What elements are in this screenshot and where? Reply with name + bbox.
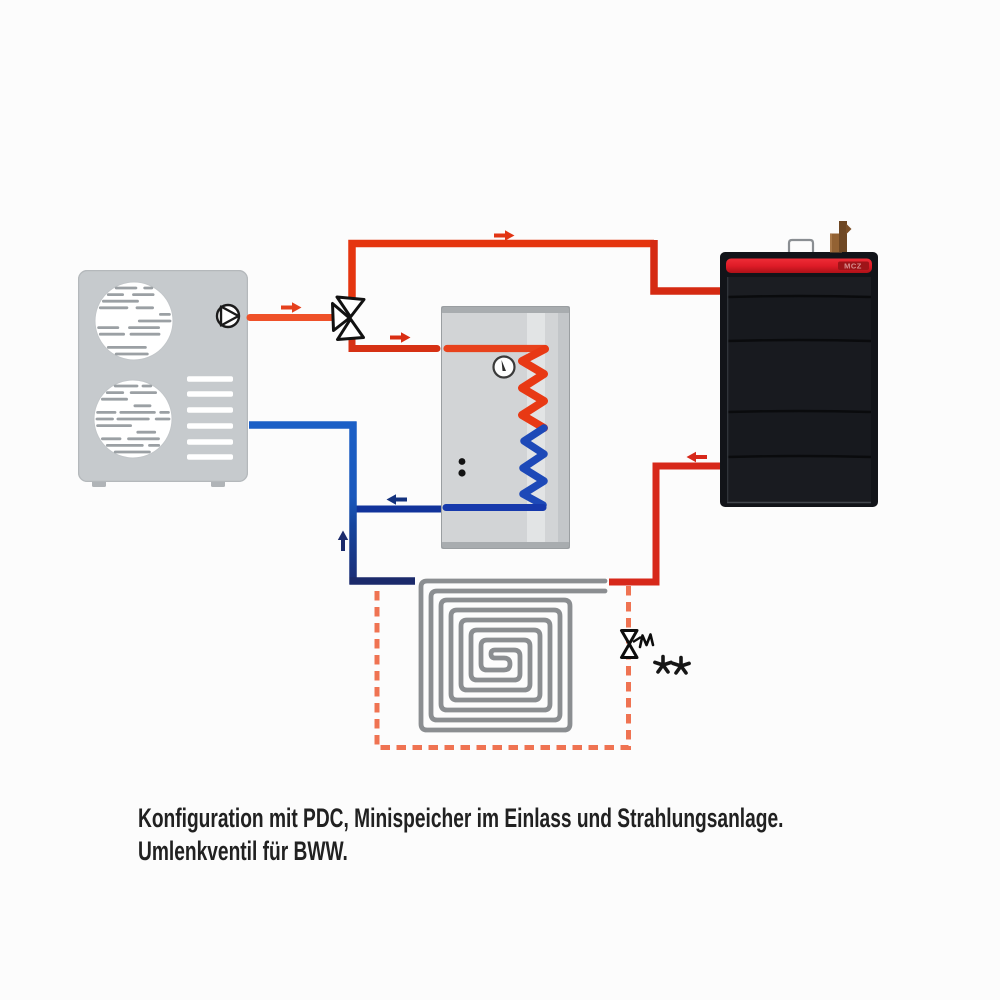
svg-text:MCZ: MCZ [844, 262, 862, 271]
